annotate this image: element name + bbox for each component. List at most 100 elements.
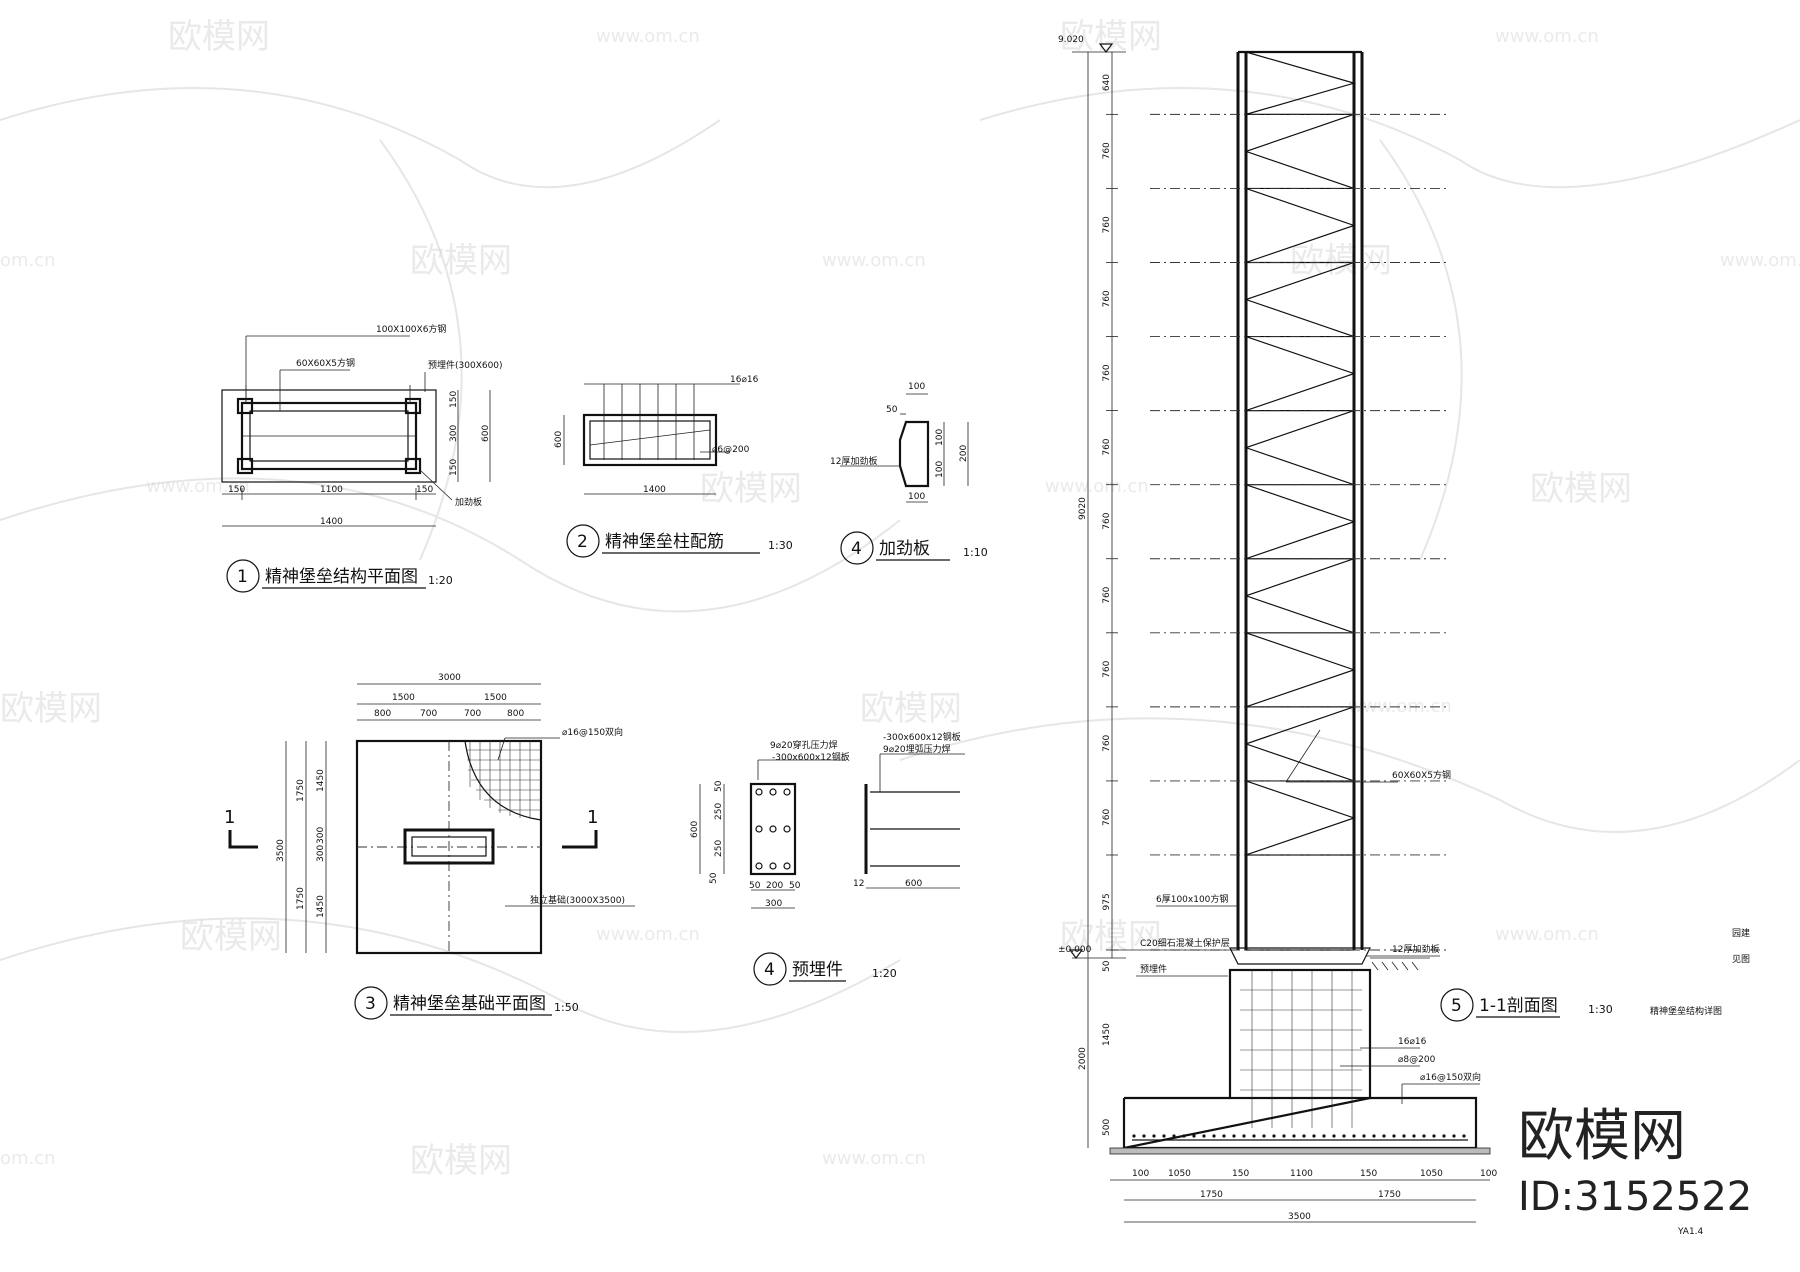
rebar-dot xyxy=(1282,1134,1286,1138)
view-title: 加劲板 xyxy=(879,539,930,559)
truss-diagonal xyxy=(1244,113,1355,189)
view-number-circle xyxy=(840,531,874,565)
view-number-circle xyxy=(226,559,260,593)
dim-label: 9020 xyxy=(1078,497,1088,520)
note-plate-1: -300x600x12钢板 xyxy=(772,751,850,763)
note-pedestal-rebar: 16⌀16 xyxy=(1398,1037,1427,1047)
rebar-dot xyxy=(1462,1134,1466,1138)
view-title: 精神堡垒柱配筋 xyxy=(605,532,724,552)
watermark-url: www.om.cn xyxy=(1045,476,1149,497)
stirrup xyxy=(589,420,711,460)
rebar-dot xyxy=(1342,1134,1346,1138)
rebar-dot xyxy=(1372,1134,1376,1138)
view-scale: 1:10 xyxy=(963,546,988,559)
rebar-dot xyxy=(1132,1134,1136,1138)
project-name: 园建 xyxy=(1732,927,1750,939)
view-column-rebar: 16⌀16 ⌀6@200 600 1400 xyxy=(554,375,759,495)
note-small-tube: 60X60X5方钢 xyxy=(296,357,355,369)
embed-plate-outline xyxy=(221,389,437,483)
brand-id: ID:3152522 xyxy=(1518,1174,1752,1220)
watermark-logo: 欧模网 xyxy=(180,917,282,957)
segment-dim-label: 640 xyxy=(1102,74,1112,91)
rebar-dot xyxy=(1352,1134,1356,1138)
column-embed xyxy=(403,828,495,865)
truss-diagonal xyxy=(1244,261,1355,338)
note-embed: 预埋件 xyxy=(1140,963,1167,975)
dim-label: 12 xyxy=(853,879,864,889)
dim-label: 800 xyxy=(374,709,391,719)
reference: 见图 xyxy=(1732,954,1750,965)
dim-label: 50 xyxy=(709,872,719,884)
view-title-3: 3 精神堡垒基础平面图 1:50 xyxy=(354,986,579,1020)
dim-label: 150 xyxy=(1360,1169,1377,1179)
dim-label: 300 xyxy=(449,425,459,442)
dim-label: 300 xyxy=(316,827,326,844)
note-stiffener: 12厚加劲板 xyxy=(1392,943,1439,955)
view-scale: 1:20 xyxy=(872,967,897,980)
view-number: 5 xyxy=(1451,996,1462,1016)
truss-diagonal xyxy=(1244,706,1355,782)
view-title-4a: 4 加劲板 1:10 xyxy=(840,531,988,565)
rebar-dot xyxy=(1272,1134,1276,1138)
rebar-dot xyxy=(1192,1134,1196,1138)
rebar-dot xyxy=(1312,1134,1316,1138)
segment-dim-label: 760 xyxy=(1102,586,1112,603)
column-section xyxy=(582,413,718,467)
section-mark-left xyxy=(228,830,258,849)
corner-tube xyxy=(404,397,422,415)
watermark-logo: 欧模网 xyxy=(410,241,512,281)
watermark-layer: 欧模网 欧模网 欧模网 欧模网 欧模网 欧模网 欧模网 欧模网 欧模网 欧模网 … xyxy=(0,17,1800,1181)
watermark-url: www.om.cn xyxy=(1720,250,1800,271)
segment-dim-label: 760 xyxy=(1102,142,1112,159)
segment-dim-label: 760 xyxy=(1102,216,1112,233)
dim-label: 500 xyxy=(1102,1119,1112,1136)
view-title-1: 1 精神堡垒结构平面图 1:20 xyxy=(226,559,453,593)
rebar-dot xyxy=(1162,1134,1166,1138)
view-scale: 1:50 xyxy=(554,1001,579,1014)
section-mark-label: 1 xyxy=(587,807,598,828)
dim-label: 50 xyxy=(789,881,801,891)
rebar-dot xyxy=(1382,1134,1386,1138)
segment-dim-label: 760 xyxy=(1102,734,1112,751)
watermark-logo: 欧模网 xyxy=(168,17,270,57)
segment-dim-label: 760 xyxy=(1102,364,1112,381)
dim-label: 3500 xyxy=(1288,1212,1311,1222)
dim-label: 1400 xyxy=(320,517,343,527)
watermark-logo: 欧模网 xyxy=(410,1141,512,1181)
note-weld-1: 9⌀20穿孔压力焊 xyxy=(770,739,838,751)
view-title: 1-1剖面图 xyxy=(1479,996,1558,1016)
note-main-rebar: 16⌀16 xyxy=(730,375,759,385)
view-number-circle xyxy=(354,986,388,1020)
rebar-dot xyxy=(1232,1134,1236,1138)
dim-label: 1050 xyxy=(1420,1169,1443,1179)
view-number-circle xyxy=(753,952,787,986)
watermark-logo: 欧模网 xyxy=(700,469,802,509)
segment-dim-label: 760 xyxy=(1102,512,1112,529)
note-protection: C20细石混凝土保护层 xyxy=(1140,937,1230,949)
view-title-4b: 4 预埋件 1:20 xyxy=(753,952,897,986)
rebar-mesh xyxy=(464,740,542,821)
rebar-dot xyxy=(1262,1134,1266,1138)
pedestal-rebar xyxy=(1240,970,1362,1128)
dim-label: 1750 xyxy=(296,779,306,802)
dim-label: 150 xyxy=(449,459,459,476)
truss-diagonal xyxy=(1244,410,1355,486)
view-number: 4 xyxy=(851,539,862,559)
note-embed: 预埋件(300X600) xyxy=(428,359,503,371)
view-title-5: 5 1-1剖面图 1:30 xyxy=(1440,988,1613,1022)
corner-tube xyxy=(236,397,254,415)
note-main-tube: 100X100X6方钢 xyxy=(376,323,446,335)
dim-label: 1450 xyxy=(316,895,326,918)
note-footing-rebar: ⌀16@150双向 xyxy=(1420,1071,1481,1083)
truss-diagonal xyxy=(1245,632,1356,708)
view-foundation-plan: ⌀16@150双向 独立基础(3000X3500) 3000 1500 1500… xyxy=(224,673,635,955)
watermark-url: www.om.cn xyxy=(596,924,700,945)
section-mark-right xyxy=(562,830,598,849)
watermark-url: www.om.cn xyxy=(1495,924,1599,945)
pedestal xyxy=(1228,968,1372,1100)
view-number: 1 xyxy=(237,567,248,587)
dim-label: 1100 xyxy=(1290,1169,1313,1179)
segment-dim-label: 760 xyxy=(1102,438,1112,455)
watermark-url: www.om.cn xyxy=(596,26,700,47)
